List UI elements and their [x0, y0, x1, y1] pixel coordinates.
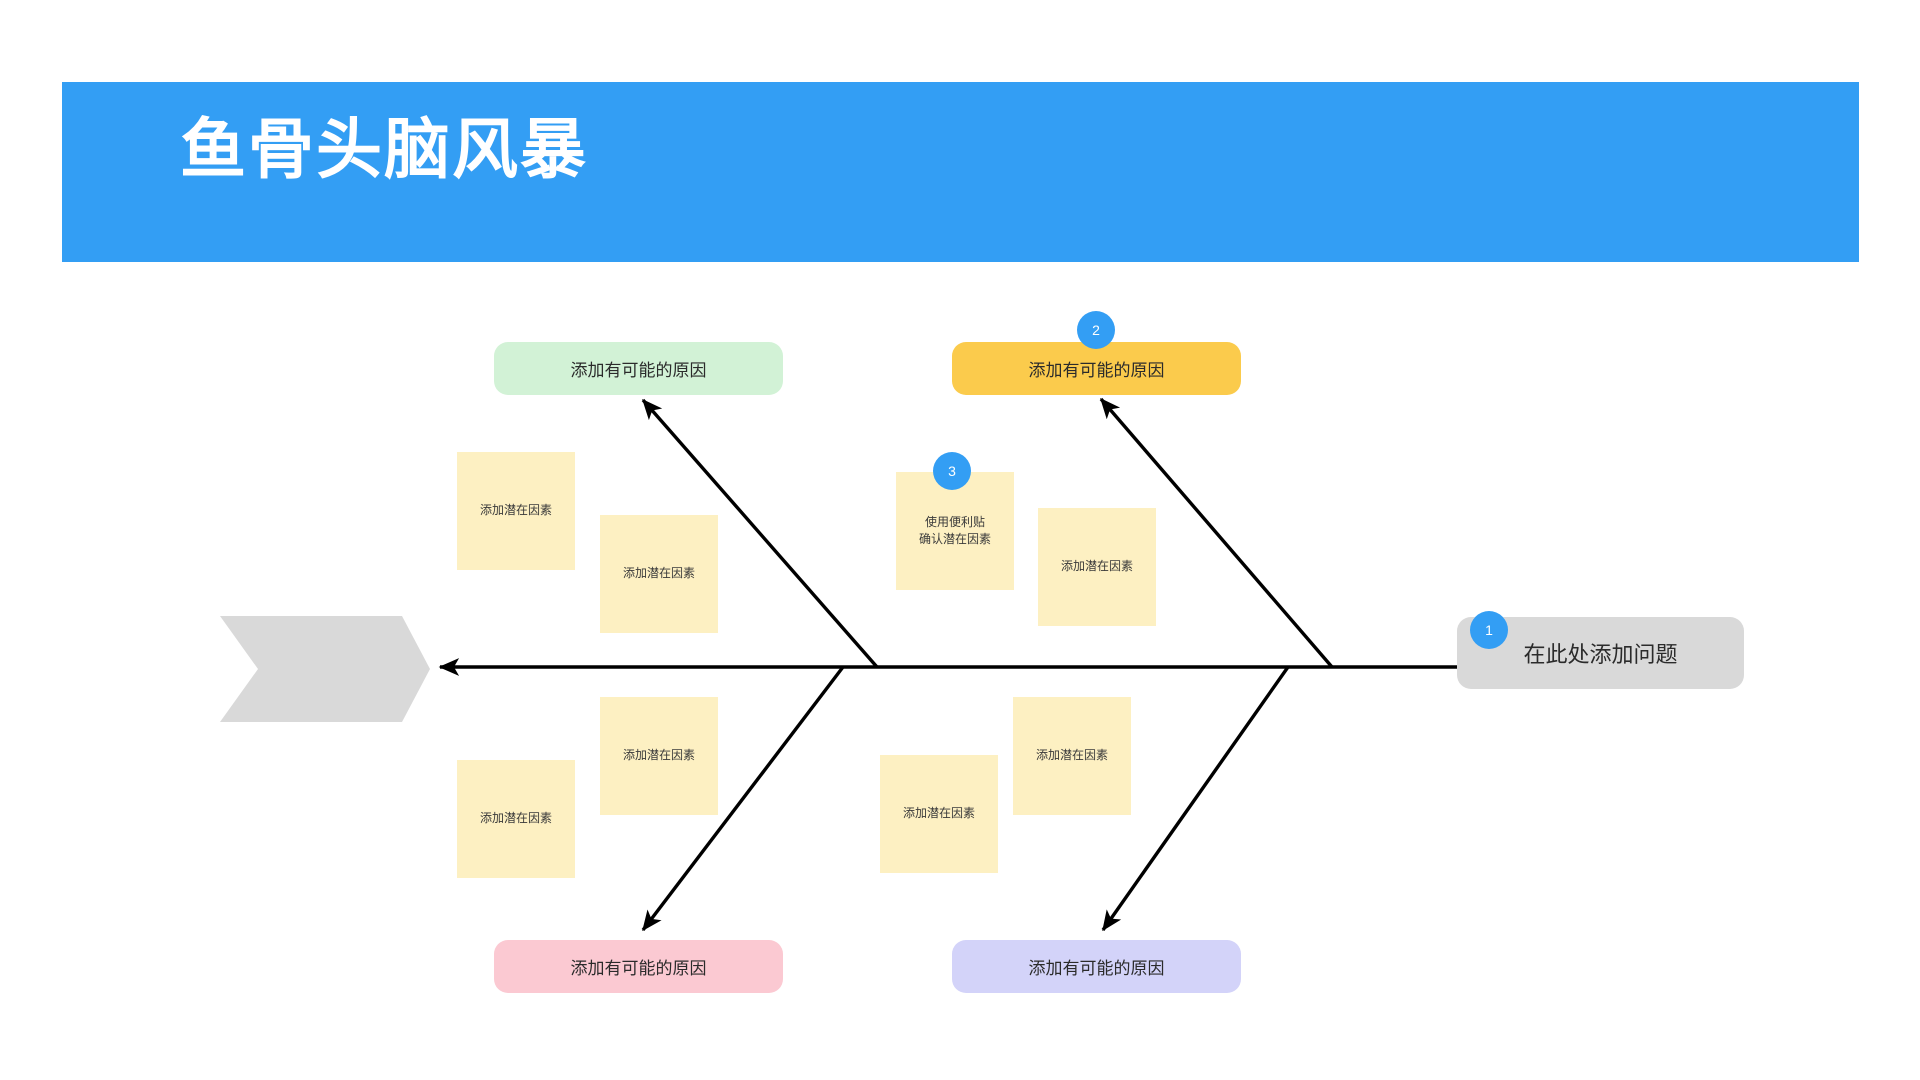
badge-label: 3 — [948, 463, 956, 479]
badge-label: 2 — [1092, 322, 1100, 338]
sticky-note[interactable]: 添加潜在因素 — [880, 755, 998, 873]
sticky-note[interactable]: 添加潜在因素 — [600, 515, 718, 633]
fish-head-shape — [220, 616, 430, 722]
badge-1[interactable]: 1 — [1470, 611, 1508, 649]
cause-label: 添加有可能的原因 — [1028, 959, 1165, 978]
problem-label: 在此处添加问题 — [1523, 642, 1678, 667]
badge-label: 1 — [1485, 622, 1493, 638]
sticky-note-label: 添加潜在因素 — [622, 566, 695, 581]
cause-box-bottom-right[interactable]: 添加有可能的原因 — [952, 940, 1241, 993]
sticky-note-label: 添加潜在因素 — [479, 811, 552, 826]
cause-box-top-right[interactable]: 添加有可能的原因 — [952, 342, 1241, 395]
sticky-note-label: 添加潜在因素 — [622, 748, 695, 763]
cause-label: 添加有可能的原因 — [570, 959, 707, 978]
sticky-note-label: 添加潜在因素 — [1060, 559, 1133, 574]
cause-label: 添加有可能的原因 — [570, 361, 707, 380]
sticky-note-label: 添加潜在因素 — [902, 806, 975, 821]
badge-3[interactable]: 3 — [933, 452, 971, 490]
sticky-note[interactable]: 添加潜在因素 — [1013, 697, 1131, 815]
sticky-note[interactable]: 添加潜在因素 — [1038, 508, 1156, 626]
sticky-note-label: 添加潜在因素 — [479, 503, 552, 518]
cause-box-top-left[interactable]: 添加有可能的原因 — [494, 342, 783, 395]
sticky-note-with-badge[interactable]: 使用便利贴 确认潜在因素 — [896, 472, 1014, 590]
badge-2[interactable]: 2 — [1077, 311, 1115, 349]
sticky-note[interactable]: 添加潜在因素 — [600, 697, 718, 815]
sticky-note-label: 使用便利贴 确认潜在因素 — [918, 514, 991, 546]
sticky-note[interactable]: 添加潜在因素 — [457, 452, 575, 570]
sticky-note-label: 添加潜在因素 — [1035, 748, 1108, 763]
sticky-note[interactable]: 添加潜在因素 — [457, 760, 575, 878]
cause-label: 添加有可能的原因 — [1028, 361, 1165, 380]
cause-box-bottom-left[interactable]: 添加有可能的原因 — [494, 940, 783, 993]
header-banner — [62, 82, 1859, 262]
page-title: 鱼骨头脑风暴 — [180, 112, 588, 186]
